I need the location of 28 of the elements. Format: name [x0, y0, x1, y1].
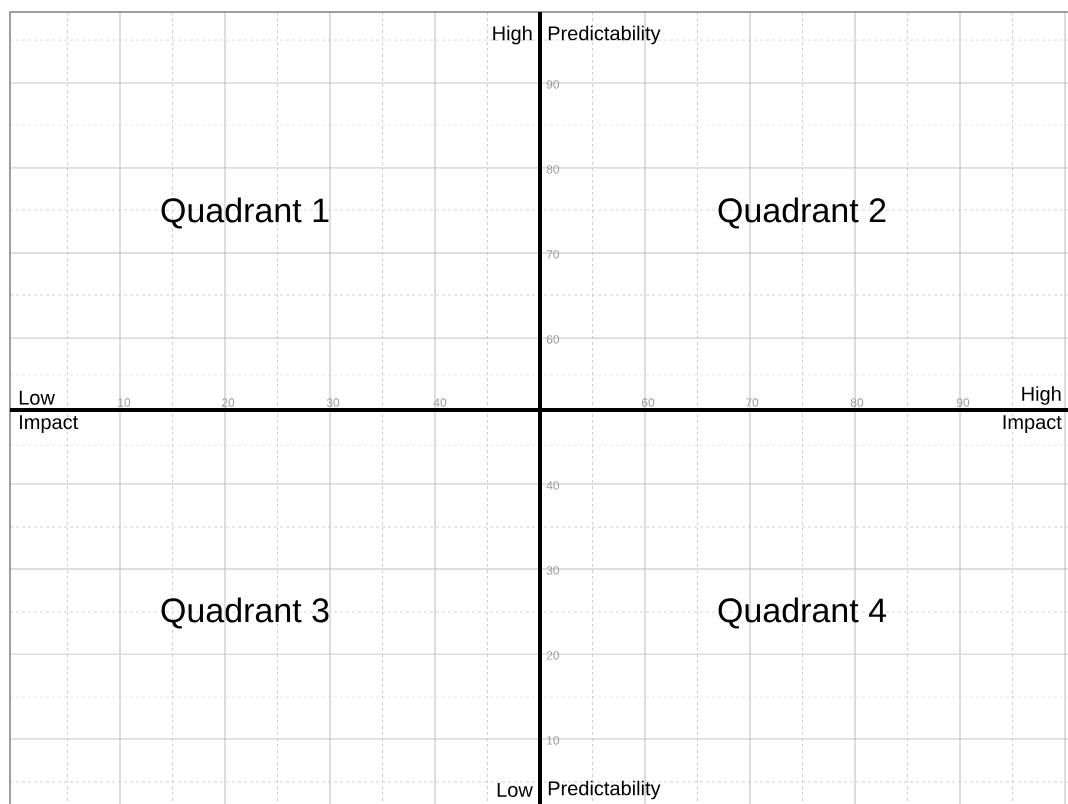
tick-label: 40	[546, 481, 560, 490]
quadrant-label: Quadrant 4	[718, 597, 886, 629]
tick-label: 60	[546, 335, 560, 344]
tick-label: 30	[546, 566, 560, 575]
tick-label: 80	[850, 398, 864, 407]
tick-label: 80	[546, 165, 560, 174]
axis-label: Low	[497, 783, 533, 797]
quadrant-label: Quadrant 2	[718, 197, 886, 229]
tick-label: 40	[433, 398, 447, 407]
tick-label: 20	[546, 651, 560, 660]
axis-label: High	[1022, 386, 1061, 405]
tick-label: 70	[546, 250, 560, 259]
quadrant-label: Quadrant 3	[161, 597, 329, 629]
tick-label: 90	[546, 80, 560, 89]
tick-label: 20	[221, 398, 235, 407]
axis-label: Impact	[20, 415, 79, 434]
axis-label: Low	[19, 390, 55, 405]
tick-label: 90	[956, 398, 970, 407]
axis-label: High	[493, 25, 532, 45]
axis-label: Predictability	[548, 780, 661, 800]
tick-label: 30	[326, 398, 340, 407]
quadrant-label: Quadrant 1	[161, 197, 329, 229]
axis-label: Impact	[1003, 415, 1062, 434]
axis-label: Predictability	[548, 25, 661, 45]
tick-label: 60	[641, 398, 655, 407]
tick-label: 10	[118, 398, 131, 407]
tick-label: 10	[547, 736, 560, 745]
tick-label: 70	[745, 398, 759, 407]
